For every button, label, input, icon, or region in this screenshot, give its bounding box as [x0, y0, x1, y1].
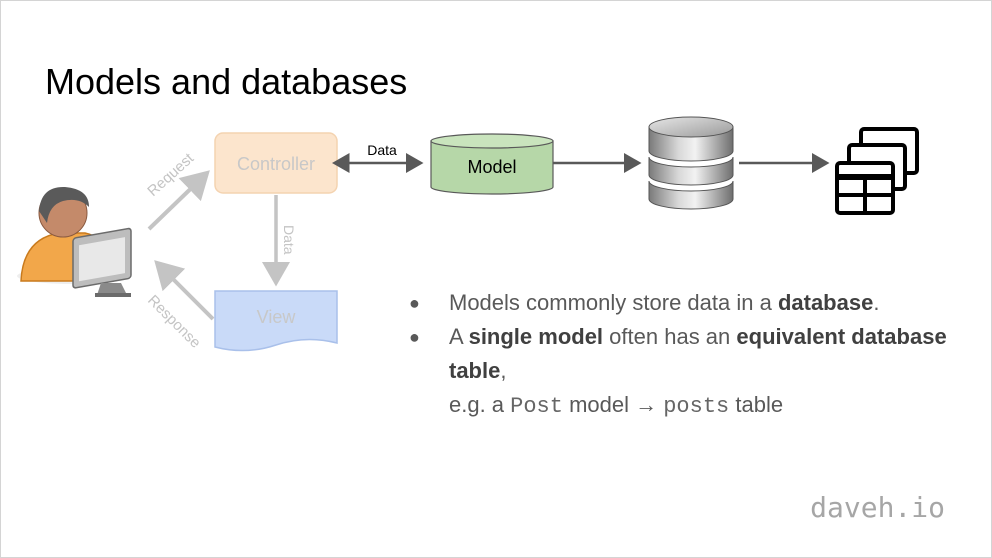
bullet-2-part-5: , — [500, 358, 507, 383]
bullet-1-part-2: database — [777, 290, 874, 315]
example-prefix: e.g. a — [449, 392, 511, 417]
bullet-2: ● A single model often has an equivalent… — [409, 320, 969, 388]
bullet-2-part-2: single model — [468, 324, 604, 349]
bullet-dot: ● — [409, 327, 420, 347]
bullet-dot: ● — [409, 293, 420, 313]
example-suffix: table — [729, 392, 784, 417]
bullet-2-part-4: equivalent database table — [449, 324, 947, 383]
database-icon — [648, 116, 734, 210]
brand-watermark: daveh.io — [810, 491, 945, 524]
example-middle: model → — [562, 392, 664, 417]
example-code-posts: posts — [663, 394, 730, 419]
bullet-2-part-3: often has an — [603, 324, 737, 349]
bullet-1-part-3: . — [873, 290, 880, 315]
example-code-post: Post — [510, 394, 563, 419]
tables-icon — [835, 127, 919, 215]
slide-title: Models and databases — [45, 61, 408, 102]
bullet-1: ● Models commonly store data in a databa… — [409, 286, 969, 320]
view-box — [214, 290, 338, 352]
user-at-computer-icon — [17, 186, 132, 297]
example-line: e.g. a Post model → posts table — [409, 388, 969, 424]
model-label: Model — [467, 157, 516, 177]
bullet-2-part-1: A — [449, 324, 469, 349]
controller-label: Controller — [237, 154, 315, 174]
bullet-1-part-1: Models commonly store data in a — [449, 290, 778, 315]
data-label-vertical: Data — [281, 225, 297, 255]
bullet-list: ● Models commonly store data in a databa… — [409, 286, 969, 424]
model-cylinder — [430, 133, 554, 195]
data-label-horizontal: Data — [367, 142, 397, 158]
view-label: View — [257, 307, 297, 327]
